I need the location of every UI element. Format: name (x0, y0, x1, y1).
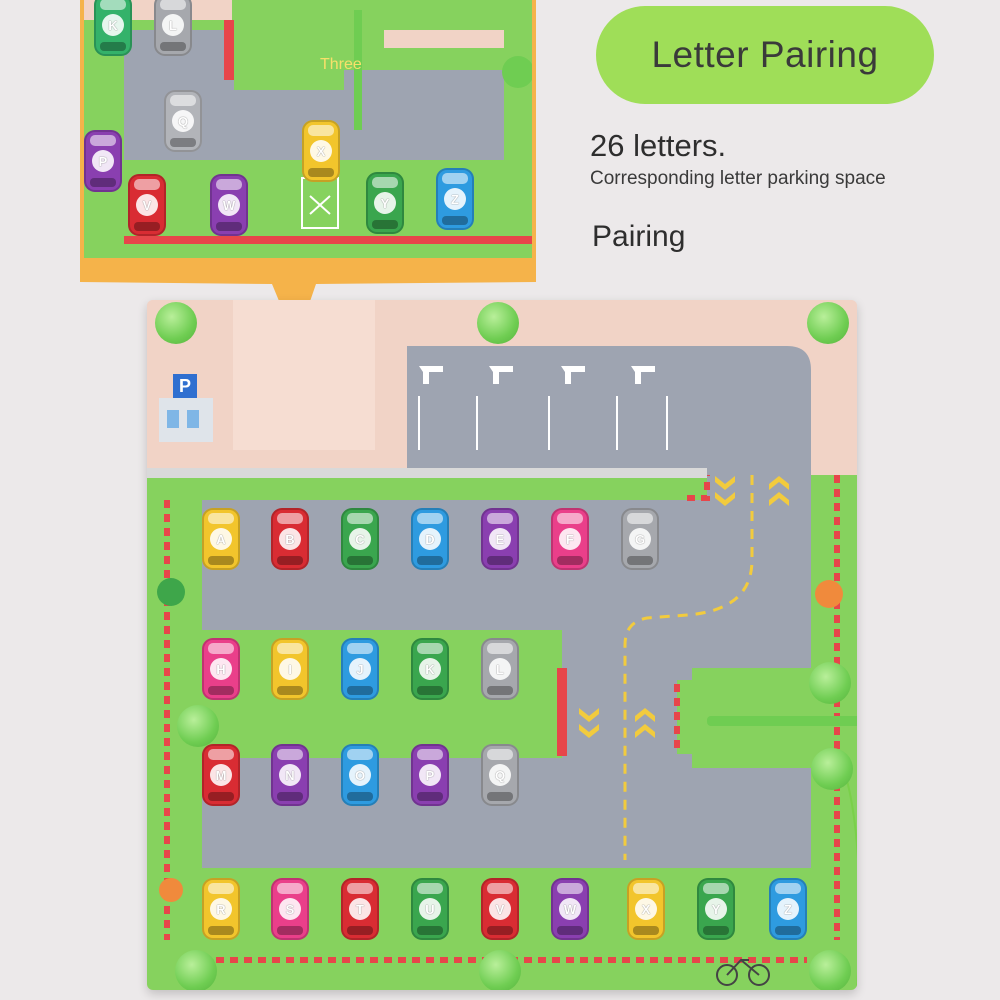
letter-label: E (489, 528, 511, 550)
letter-label: B (279, 528, 301, 550)
letter-label: N (279, 764, 301, 786)
car-v[interactable]: V (481, 878, 519, 940)
peg-bottom-right[interactable] (809, 950, 851, 990)
letter-label: A (210, 528, 232, 550)
car-m[interactable]: M (202, 744, 240, 806)
car-q[interactable]: Q (481, 744, 519, 806)
letter-label: P (419, 764, 441, 786)
letter-label: O (349, 764, 371, 786)
letter-label: Y (705, 898, 727, 920)
car-o[interactable]: O (341, 744, 379, 806)
callout-car-k: K (94, 0, 132, 56)
car-w[interactable]: W (551, 878, 589, 940)
letters-count-text: 26 letters. (590, 128, 727, 163)
car-d[interactable]: D (411, 508, 449, 570)
letter-label: D (419, 528, 441, 550)
peg-string-anchor[interactable] (811, 748, 853, 790)
letter-label: I (279, 658, 301, 680)
zoom-callout: K L Q P V W X Y Z Three (58, 0, 558, 346)
car-f[interactable]: F (551, 508, 589, 570)
car-j[interactable]: J (341, 638, 379, 700)
car-b[interactable]: B (271, 508, 309, 570)
car-n[interactable]: N (271, 744, 309, 806)
callout-car-l: L (154, 0, 192, 56)
car-g[interactable]: G (621, 508, 659, 570)
car-z[interactable]: Z (769, 878, 807, 940)
car-y[interactable]: Y (697, 878, 735, 940)
letter-label: F (559, 528, 581, 550)
car-l[interactable]: L (481, 638, 519, 700)
letter-label: S (279, 898, 301, 920)
car-i[interactable]: I (271, 638, 309, 700)
letter-label: Z (777, 898, 799, 920)
callout-photo: K L Q P V W X Y Z Three (84, 0, 532, 258)
letter-label: M (210, 764, 232, 786)
callout-car-q: Q (164, 90, 202, 152)
letter-label: C (349, 528, 371, 550)
car-t[interactable]: T (341, 878, 379, 940)
car-k[interactable]: K (411, 638, 449, 700)
letter-label: L (489, 658, 511, 680)
letter-label: Q (489, 764, 511, 786)
peg-bottom-left[interactable] (175, 950, 217, 990)
car-r[interactable]: R (202, 878, 240, 940)
car-a[interactable]: A (202, 508, 240, 570)
title-text: Letter Pairing (651, 34, 879, 75)
callout-car-y: Y (366, 172, 404, 234)
callout-car-p: P (84, 130, 122, 192)
car-c[interactable]: C (341, 508, 379, 570)
car-e[interactable]: E (481, 508, 519, 570)
letter-label: V (489, 898, 511, 920)
letter-label: G (629, 528, 651, 550)
parking-puzzle-board: A B C D E F G H I J K L M N O P Q R S T … (147, 300, 857, 990)
car-x[interactable]: X (627, 878, 665, 940)
car-u[interactable]: U (411, 878, 449, 940)
callout-car-z: Z (436, 168, 474, 230)
peg-middle-right[interactable] (809, 662, 851, 704)
letter-label: H (210, 658, 232, 680)
car-p[interactable]: P (411, 744, 449, 806)
title-pill: Letter Pairing (596, 6, 934, 104)
pairing-text: Pairing (592, 220, 686, 253)
callout-three-label: Three (320, 56, 362, 73)
letter-label: J (349, 658, 371, 680)
car-h[interactable]: H (202, 638, 240, 700)
letter-label: X (635, 898, 657, 920)
parking-space-text: Corresponding letter parking space (590, 168, 886, 189)
letter-label: U (419, 898, 441, 920)
car-s[interactable]: S (271, 878, 309, 940)
letter-label: R (210, 898, 232, 920)
callout-car-x: X (302, 120, 340, 182)
peg-bottom-middle[interactable] (479, 950, 521, 990)
callout-car-w: W (210, 174, 248, 236)
peg-middle-left[interactable] (177, 705, 219, 747)
peg-top-left[interactable] (155, 302, 197, 344)
letter-label: T (349, 898, 371, 920)
peg-top-middle[interactable] (477, 302, 519, 344)
letter-label: W (559, 898, 581, 920)
peg-top-right[interactable] (807, 302, 849, 344)
callout-car-v: V (128, 174, 166, 236)
parking-sign: P (178, 375, 191, 396)
letter-label: K (419, 658, 441, 680)
